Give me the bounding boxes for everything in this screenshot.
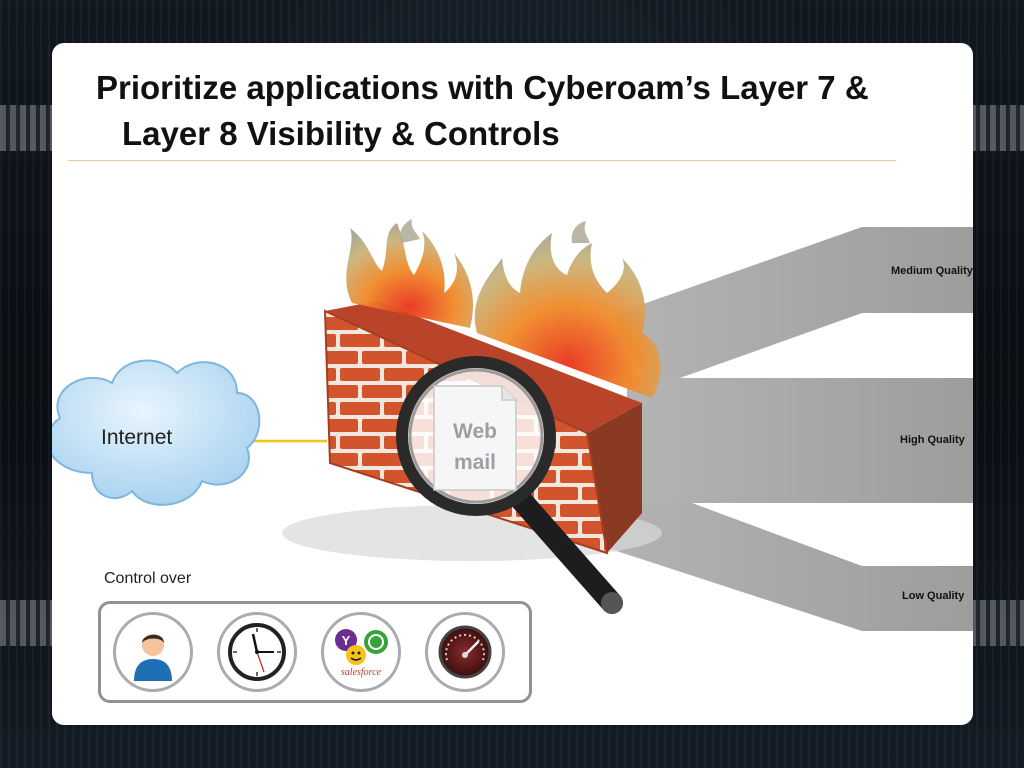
inspected-app-label: Web mail (434, 416, 516, 478)
document-fold (501, 386, 516, 401)
internet-cloud (52, 359, 261, 506)
magnifier-handle-cap (601, 592, 623, 614)
clock-icon (228, 623, 286, 681)
beam-high-quality (627, 378, 973, 503)
svg-text:Y: Y (342, 633, 351, 648)
control-applications: Y salesforce (321, 612, 401, 692)
medium-quality-label: Medium Quality (891, 265, 973, 277)
title-underline (68, 160, 896, 161)
flame-left (346, 223, 474, 328)
magnifier-rim (408, 368, 544, 504)
applications-icon: Y salesforce (335, 629, 388, 678)
slide-title: Prioritize applications with Cyberoam’s … (96, 65, 936, 157)
diagram-scene (52, 219, 973, 631)
flame-right (474, 233, 661, 398)
speedometer-icon (438, 625, 492, 679)
user-icon (134, 634, 172, 681)
internet-label: Internet (101, 426, 173, 449)
control-user (113, 612, 193, 692)
slide: Prioritize applications with Cyberoam’s … (52, 43, 973, 725)
title-line-1: Prioritize applications with Cyberoam’s … (96, 69, 869, 106)
inspected-app-line-1: Web (453, 420, 497, 443)
magnifier-handle (511, 490, 623, 614)
control-over-label: Control over (104, 570, 192, 587)
control-panel: Y salesforce (98, 601, 532, 703)
title-line-2: Layer 8 Visibility & Controls (122, 115, 560, 152)
low-quality-label: Low Quality (902, 590, 965, 602)
inspected-app-line-2: mail (453, 451, 497, 474)
beam-low-quality (592, 503, 973, 631)
control-time (217, 612, 297, 692)
salesforce-logo-text: salesforce (341, 667, 382, 678)
control-bandwidth (425, 612, 505, 692)
high-quality-label: High Quality (900, 434, 965, 446)
webmail-document-icon (433, 385, 517, 491)
beam-medium-quality (612, 227, 973, 388)
